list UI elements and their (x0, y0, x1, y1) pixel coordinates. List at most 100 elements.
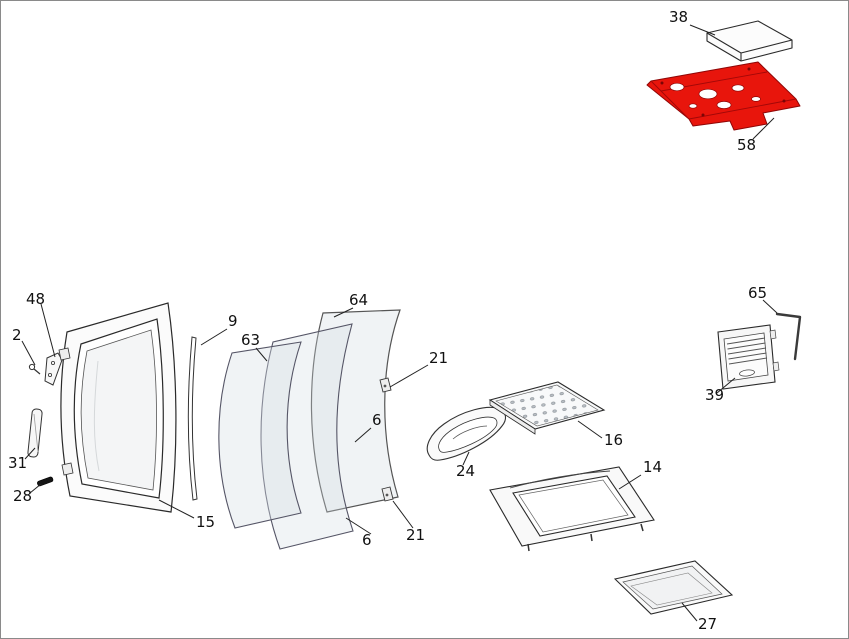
part-label-9: 9 (228, 312, 238, 330)
part-14-base-frame (489, 466, 655, 552)
part-9-gasket-rod (187, 336, 198, 501)
baffle-hole (731, 84, 745, 92)
part-label-6-right: 6 (372, 411, 382, 429)
baffle-bolt (660, 81, 664, 85)
leader-2 (21, 340, 36, 366)
part-label-6-bottom: 6 (362, 531, 372, 549)
frame-14-inner-detail (518, 479, 629, 533)
part-24-handle (426, 406, 507, 461)
part-38-board (706, 20, 793, 62)
part-31-strip (27, 408, 43, 458)
glass-63-shape (218, 341, 302, 529)
baffle-hole (688, 103, 698, 109)
leader-39 (716, 377, 736, 394)
part-58-baffle-plate-highlighted (646, 61, 801, 131)
leader-24 (462, 451, 470, 466)
leader-21-bottom (392, 500, 414, 529)
part-65-wire-bracket (775, 312, 802, 361)
frame-14-ring (489, 466, 655, 547)
wire-bracket-shape (775, 312, 802, 361)
hinge-bracket-hole (51, 360, 56, 365)
part-label-58: 58 (737, 136, 756, 154)
leader-38 (689, 24, 716, 36)
leader-21-top (389, 364, 429, 388)
baffle-hole (716, 101, 732, 109)
glass-64-shape (310, 309, 401, 513)
pin-shape (37, 476, 54, 487)
baffle-bolt (747, 67, 751, 71)
grille-door-handle (739, 369, 755, 377)
part-16-perforated-plate (488, 381, 606, 435)
leader-65 (762, 299, 778, 314)
grille-slats (726, 337, 768, 365)
part-label-28: 28 (13, 487, 32, 505)
frame-14-back-lip (509, 470, 611, 489)
gasket-rod-shape (187, 336, 198, 501)
door-frame-outline (60, 302, 177, 513)
part-15-door-frame (58, 302, 177, 513)
door-glass-opening (80, 329, 157, 491)
glass-6-shape (260, 323, 354, 550)
baffle-hole (698, 88, 718, 100)
part-label-21-bottom: 21 (406, 526, 425, 544)
part-48-hinge-bracket (44, 352, 63, 386)
part-labels: 38 58 48 2 31 28 15 9 63 64 21 6 21 6 24… (8, 8, 778, 633)
part-label-15: 15 (196, 513, 215, 531)
screw-tip (33, 368, 41, 375)
baffle-bolt (701, 113, 705, 117)
baffle-bolt (782, 99, 786, 103)
part-6-curved-glass (260, 323, 354, 550)
plate-16-lip (489, 399, 536, 435)
leader-48 (40, 303, 56, 358)
clip-21-bottom-hole (385, 493, 389, 497)
plate-16-perforation (495, 384, 599, 427)
part-label-63: 63 (241, 331, 260, 349)
hinge-bracket-hole (48, 372, 53, 377)
leader-6-right (354, 427, 372, 443)
part-label-16: 16 (604, 431, 623, 449)
leader-31 (24, 447, 36, 460)
leader-28 (29, 483, 42, 494)
grille-door-hinges (769, 329, 780, 372)
frame-14-feet (527, 523, 644, 552)
strip-shape (27, 408, 43, 458)
leader-64 (333, 307, 354, 318)
part-label-38: 38 (669, 8, 688, 26)
door-hinge-tabs (58, 347, 74, 476)
part-label-14: 14 (643, 458, 662, 476)
part-39-grille-door (717, 324, 780, 390)
screw-head (28, 363, 36, 371)
baffle-hole (751, 96, 761, 102)
part-label-65: 65 (748, 284, 767, 302)
part-63-curved-glass (218, 341, 302, 529)
part-label-2: 2 (12, 326, 22, 344)
part-label-48: 48 (26, 290, 45, 308)
board-38-shape (706, 20, 793, 62)
part-label-39: 39 (705, 386, 724, 404)
leader-16 (577, 420, 603, 439)
leader-58 (752, 117, 775, 140)
door-glass-reflection (93, 360, 100, 472)
part-64-curved-glass (310, 309, 401, 513)
part-2-screw (28, 363, 41, 375)
part-label-64: 64 (349, 291, 368, 309)
leader-63 (255, 347, 268, 362)
leader-15 (158, 499, 195, 519)
grille-door-inner (723, 332, 769, 382)
part-28-pin (37, 476, 54, 487)
pan-27-bottom (630, 572, 713, 606)
clip-21-top-hole (383, 384, 387, 388)
leader-14 (618, 474, 642, 490)
part-label-31: 31 (8, 454, 27, 472)
baffle-hole (669, 82, 685, 92)
part-label-27: 27 (698, 615, 717, 633)
part-label-24: 24 (456, 462, 475, 480)
leader-6-bottom (345, 517, 372, 535)
strip-inner-line (33, 413, 39, 453)
part-label-21-top: 21 (429, 349, 448, 367)
hinge-bracket-shape (44, 352, 63, 386)
leader-27 (681, 602, 698, 622)
handle-slot (452, 425, 488, 440)
